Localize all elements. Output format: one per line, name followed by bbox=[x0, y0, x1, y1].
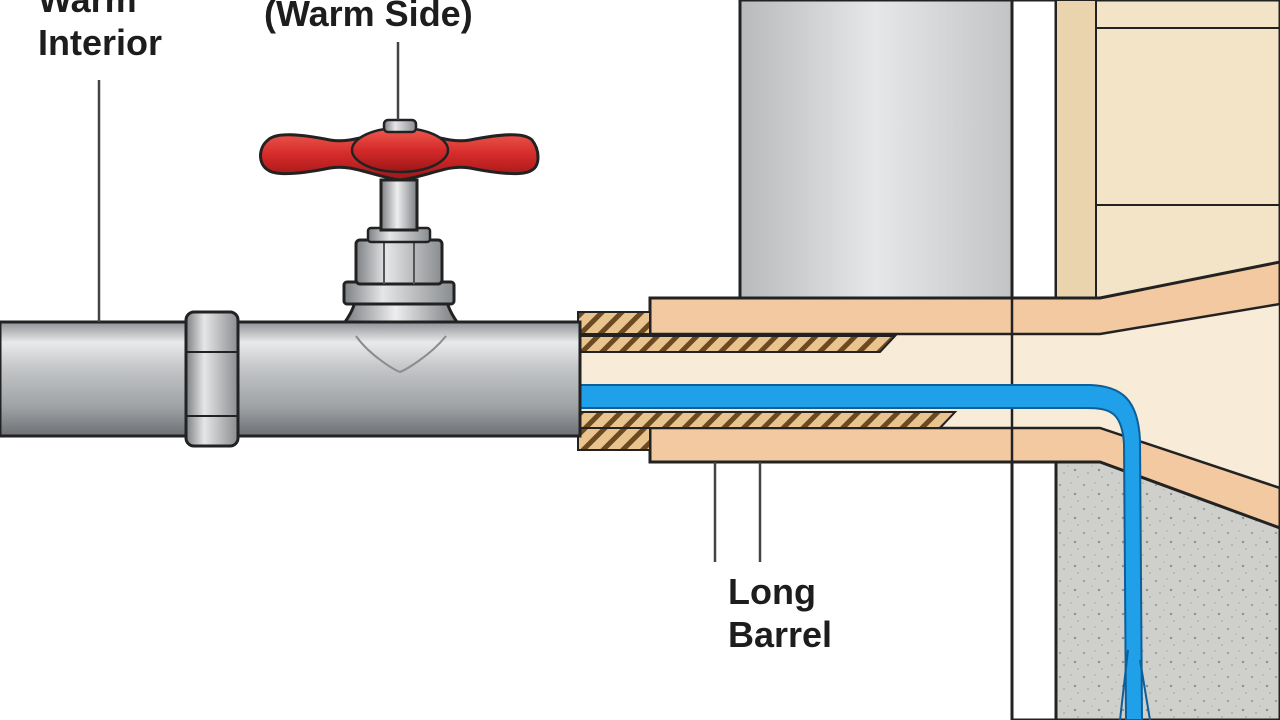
stem-sleeve-bottom bbox=[579, 411, 958, 429]
long-barrel bbox=[577, 260, 1280, 720]
union-nut bbox=[184, 310, 240, 448]
label-warm-interior: Warm Interior bbox=[38, 0, 162, 64]
inlet-threads-top bbox=[577, 311, 651, 335]
siding-trim bbox=[1055, 0, 1097, 301]
label-long-barrel-line1: Long bbox=[728, 571, 816, 612]
handle-screw bbox=[382, 118, 418, 134]
label-warm-interior-line2: Interior bbox=[38, 22, 163, 64]
packing-nut bbox=[354, 238, 444, 286]
label-long-barrel: Long Barrel bbox=[728, 570, 832, 656]
inlet-threads-bottom bbox=[577, 427, 651, 451]
label-warm-interior-line1: Warm bbox=[38, 0, 162, 21]
label-warm-side: (Warm Side) bbox=[264, 0, 473, 34]
leader-lines bbox=[97, 42, 762, 562]
interior-drywall bbox=[738, 0, 1014, 302]
shutoff-valve bbox=[259, 118, 540, 306]
supply-pipe bbox=[0, 292, 582, 448]
label-long-barrel-line2: Barrel bbox=[728, 614, 833, 656]
valve-stem bbox=[379, 178, 419, 232]
water-flow bbox=[579, 384, 1144, 720]
stem-sleeve-top bbox=[579, 335, 898, 353]
